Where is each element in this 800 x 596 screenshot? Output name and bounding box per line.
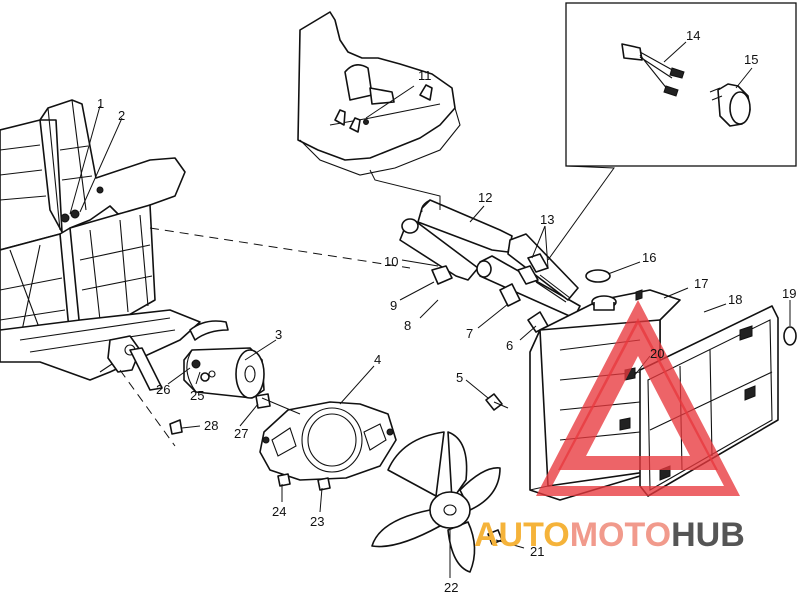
callout-22: 22 xyxy=(444,580,458,595)
callout-18: 18 xyxy=(728,292,742,307)
callout-8: 8 xyxy=(404,318,411,333)
callout-13: 13 xyxy=(540,212,554,227)
watermark-triangle xyxy=(558,318,718,470)
callout-23: 23 xyxy=(310,514,324,529)
callout-4: 4 xyxy=(374,352,381,367)
watermark-hub: HUB xyxy=(671,516,745,554)
callout-28: 28 xyxy=(204,418,218,433)
callout-5: 5 xyxy=(456,370,463,385)
callout-11: 11 xyxy=(418,68,432,83)
inset-detail-box xyxy=(565,2,797,167)
callout-6: 6 xyxy=(506,338,513,353)
fan-shroud xyxy=(259,401,397,491)
callout-14: 14 xyxy=(686,28,700,43)
callout-1: 1 xyxy=(97,96,104,111)
watermark-triangle-outer xyxy=(536,300,740,496)
svg-text:AUTOMOTOHUB: AUTOMOTOHUB xyxy=(474,516,745,554)
automotohub-watermark: AUTOMOTOHUB xyxy=(474,300,745,554)
callout-19: 19 xyxy=(782,286,796,301)
watermark-moto: MOTO xyxy=(570,516,671,554)
radiator-screen xyxy=(639,305,797,497)
callout-3: 3 xyxy=(275,327,282,342)
callout-20: 20 xyxy=(650,346,664,361)
fan-motor xyxy=(169,320,271,435)
coolant-hoses xyxy=(399,199,581,411)
callout-15: 15 xyxy=(744,52,758,67)
callout-12: 12 xyxy=(478,190,492,205)
callout-24: 24 xyxy=(272,504,286,519)
fan-blade xyxy=(371,431,503,573)
callout-26: 26 xyxy=(156,382,170,397)
radiator-bracket xyxy=(297,11,461,176)
callout-10: 10 xyxy=(384,254,398,269)
callout-17: 17 xyxy=(694,276,708,291)
watermark-auto: AUTO xyxy=(474,516,570,554)
part-callouts: 1 2 3 4 5 6 7 8 9 10 11 12 13 14 15 16 1… xyxy=(97,28,796,595)
callout-9: 9 xyxy=(390,298,397,313)
callout-2: 2 xyxy=(118,108,125,123)
leader-lines xyxy=(69,41,791,578)
callout-16: 16 xyxy=(642,250,656,265)
callout-21: 21 xyxy=(530,544,544,559)
callout-25: 25 xyxy=(190,388,204,403)
assembly-guide-lines xyxy=(119,165,615,447)
vehicle-frame xyxy=(0,99,201,391)
callout-27: 27 xyxy=(234,426,248,441)
callout-7: 7 xyxy=(466,326,473,341)
